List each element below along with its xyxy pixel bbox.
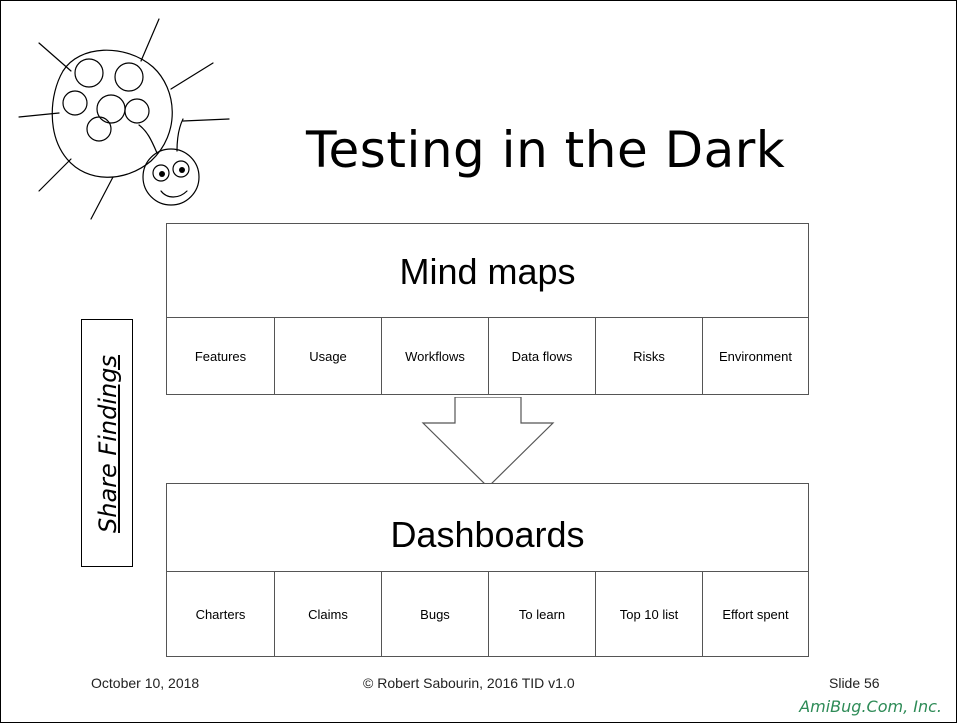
mind-maps-item: Data flows — [488, 318, 595, 395]
dashboards-heading: Dashboards — [390, 514, 585, 555]
brand-label: AmiBug.Com, Inc. — [799, 697, 942, 716]
footer-date: October 10, 2018 — [91, 675, 200, 691]
share-findings-label: Share Findings — [94, 355, 122, 533]
mind-maps-item: Features — [194, 349, 247, 364]
dashboards-item: Effort spent — [702, 572, 808, 657]
mind-maps-item: Usage — [274, 318, 381, 395]
mind-maps-item: Risks — [595, 318, 702, 395]
dashboards-item: Top 10 list — [595, 572, 702, 657]
mind-maps-items: Features Usage Workflows Data flows Risk… — [167, 317, 808, 395]
dashboards-item: Claims — [274, 572, 381, 657]
dashboards-item: Charters — [195, 607, 246, 622]
dashboards-items: Charters Claims Bugs To learn Top 10 lis… — [167, 571, 808, 657]
mind-maps-box: Mind maps Features Usage Workflows Data … — [166, 223, 809, 395]
dashboards-item: Bugs — [381, 572, 488, 657]
mind-maps-item: Workflows — [381, 318, 488, 395]
mind-maps-item: Environment — [702, 318, 808, 395]
share-findings-box: Share Findings — [81, 319, 133, 567]
mind-maps-heading: Mind maps — [399, 251, 576, 292]
ladybug-icon — [18, 18, 230, 220]
footer-slide-number: Slide 56 — [829, 675, 880, 691]
dashboards-box: Dashboards Charters Claims Bugs To learn… — [166, 483, 809, 657]
dashboards-item: To learn — [488, 572, 595, 657]
slide-title: Testing in the Dark — [306, 121, 786, 179]
footer-copyright: © Robert Sabourin, 2016 TID v1.0 — [363, 675, 575, 691]
down-arrow-icon — [421, 397, 555, 488]
